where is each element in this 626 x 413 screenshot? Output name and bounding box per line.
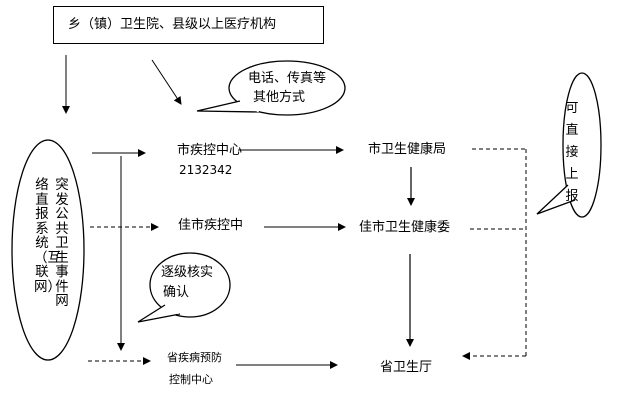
node-city-cdc: 市疾控中心 [177, 143, 243, 158]
report-system-col-left: 络直报系统（互联网） [34, 177, 61, 295]
node-jia-health-commission: 佳市卫生健康委 [359, 220, 451, 235]
callout-verify-line2: 确认 [163, 285, 190, 300]
report-system-col-right: 突发公共卫生事件网 [55, 177, 69, 309]
callout-verify-line1: 逐级核实 [161, 265, 214, 280]
callout-direct-report-shape [536, 72, 602, 218]
node-prov-health-dept: 省卫生厅 [380, 360, 433, 375]
callout-direct-report: 可直接上报 [565, 101, 579, 204]
callout-phone-fax-line2: 其他方式 [253, 90, 306, 105]
node-city-health-bureau: 市卫生健康局 [368, 142, 447, 157]
node-city-cdc-phone: 2132342 [179, 163, 233, 177]
node-jia-cdc: 佳市疾控中 [178, 218, 244, 233]
top-box-label: 乡（镇）卫生院、县级以上医疗机构 [68, 17, 277, 32]
arrow-topbox-city-cdc [151, 59, 182, 105]
report-system-ellipse [11, 139, 85, 361]
callout-phone-fax-line1: 电话、传真等 [248, 71, 327, 86]
top-box-medical-institutions: 乡（镇）卫生院、县级以上医疗机构 [53, 6, 324, 44]
node-prov-cdc-line1: 省疾病预防 [167, 351, 222, 364]
node-prov-cdc-line2: 控制中心 [169, 373, 213, 386]
callout-phone-fax-shape [196, 60, 346, 116]
callout-verify-shape [137, 252, 231, 323]
